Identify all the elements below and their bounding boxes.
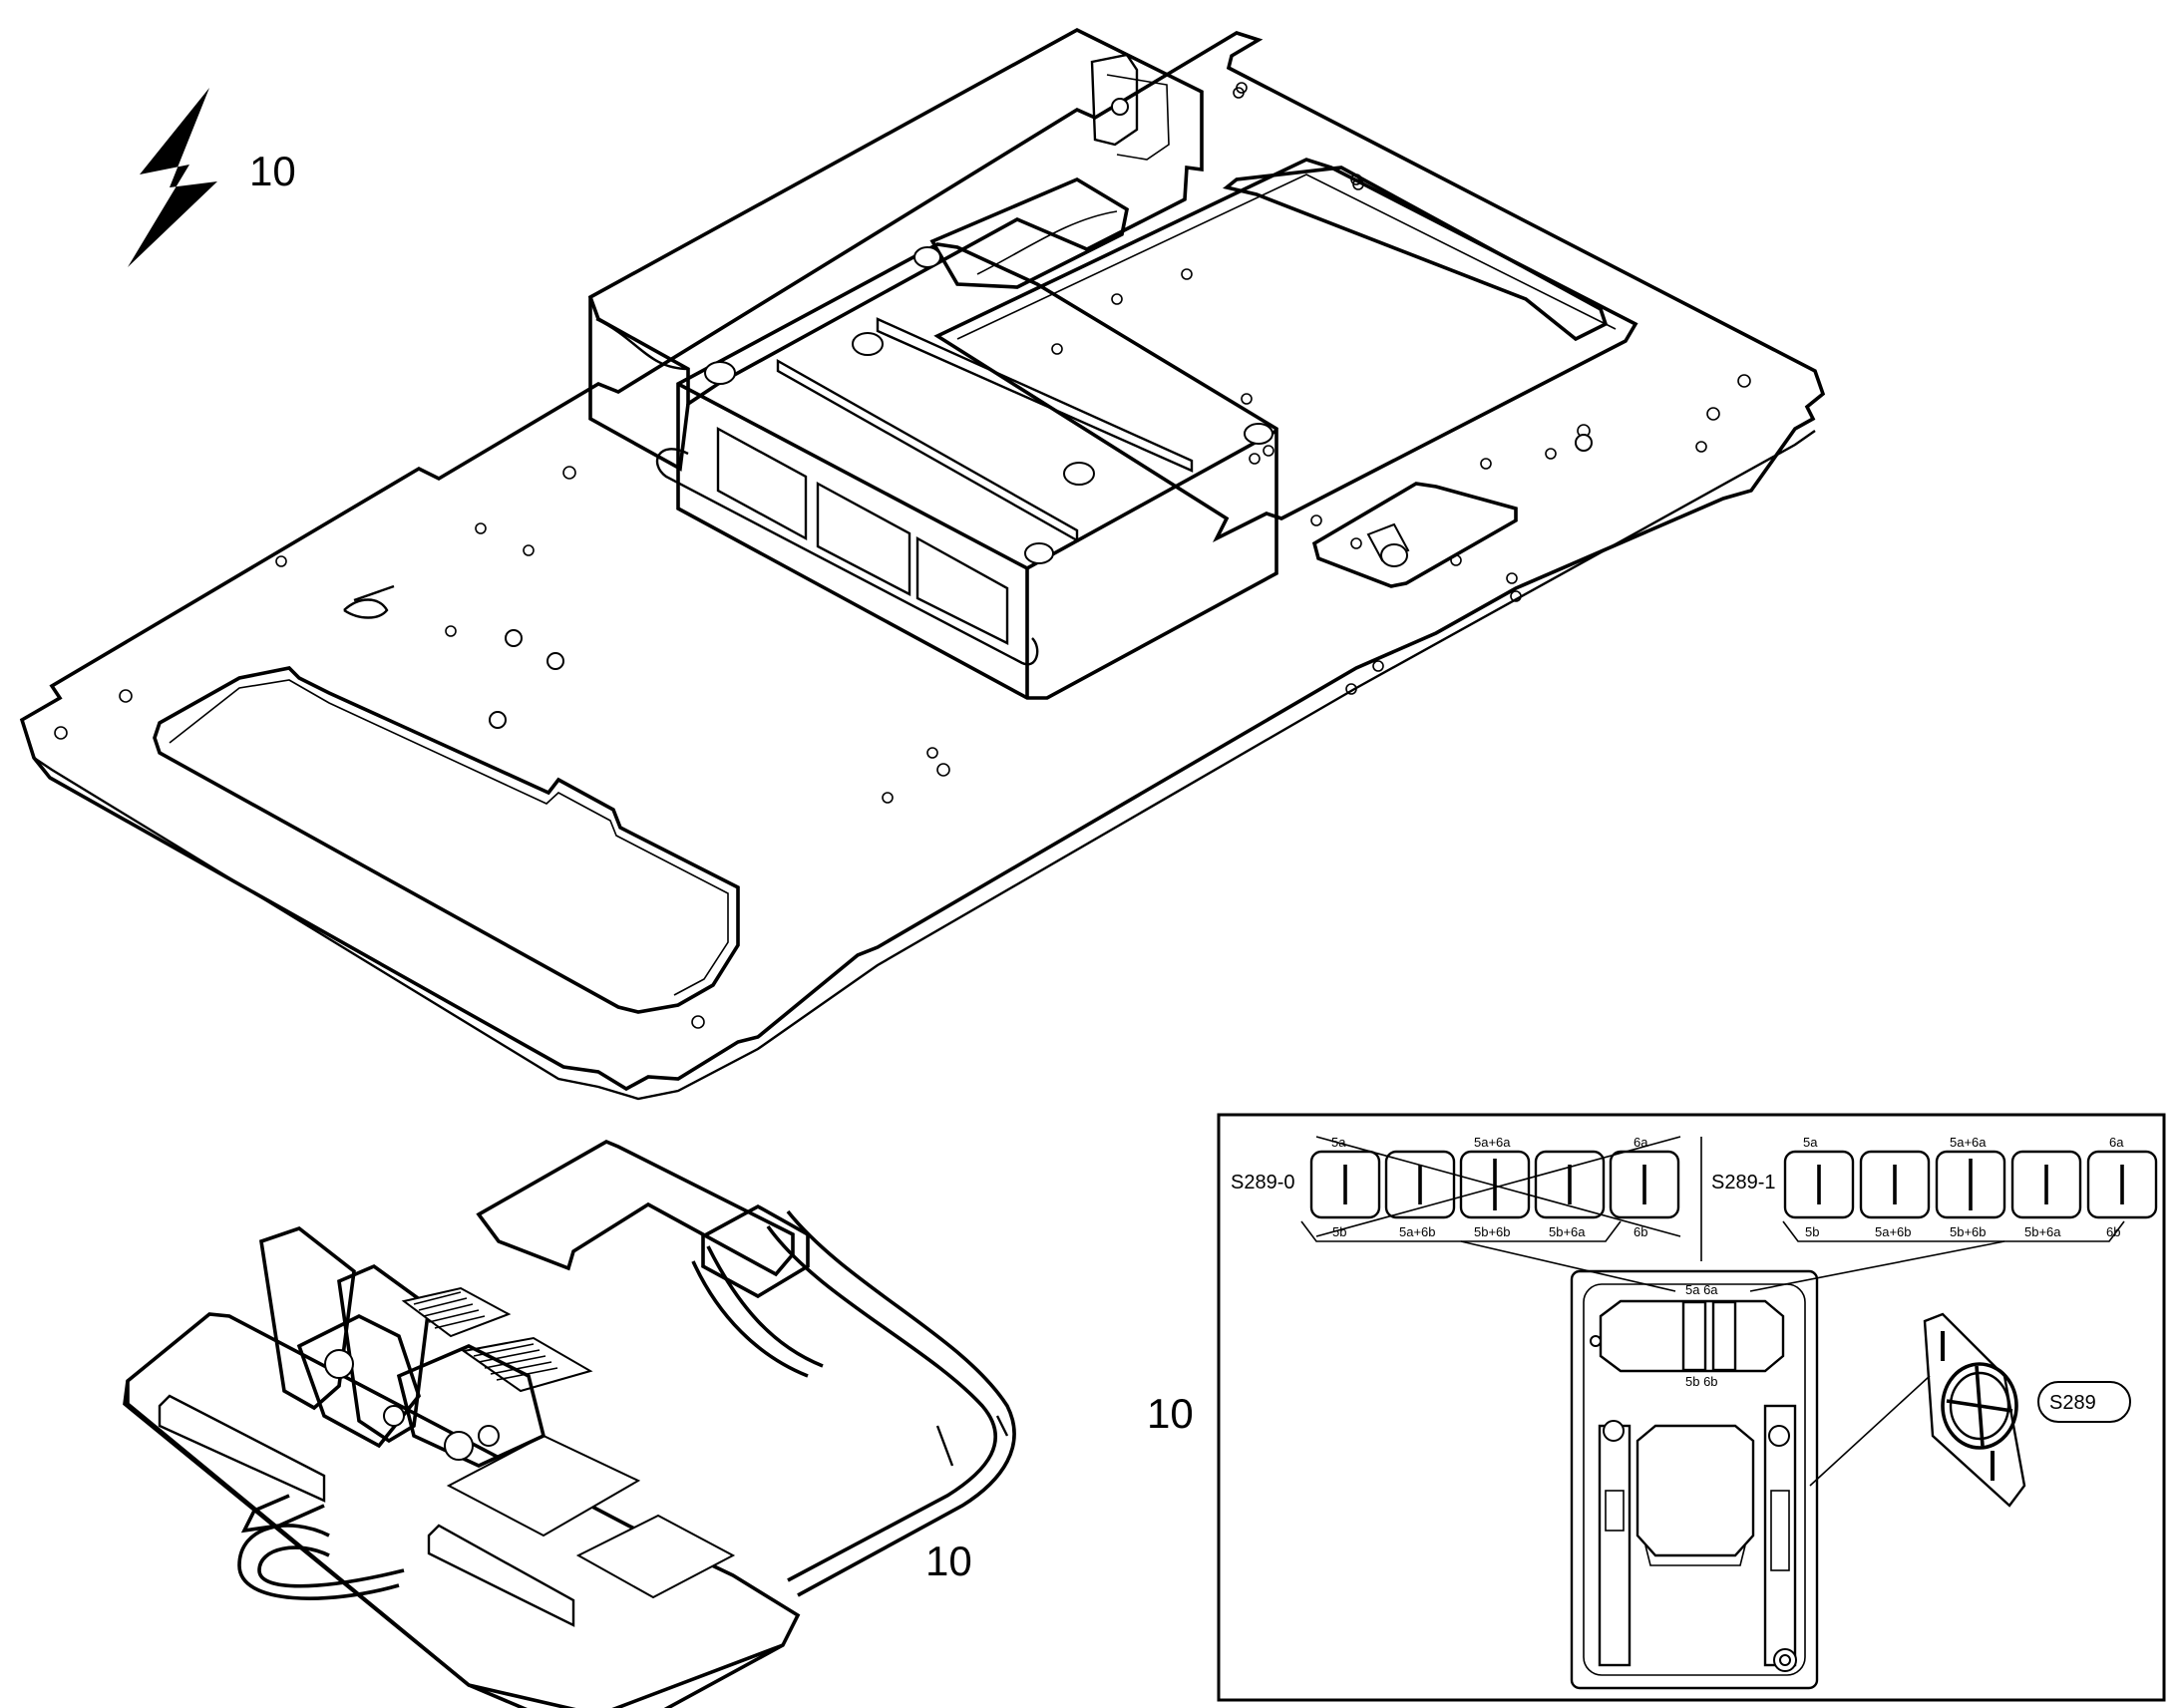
inset-frame xyxy=(1217,1113,2166,1702)
lightning-bolt-icon xyxy=(128,88,217,267)
callout-top-left: 10 xyxy=(249,148,296,194)
switch-right-code: S289-1 xyxy=(1711,1172,1776,1194)
switch-left-bottom-5: 6b xyxy=(1634,1224,1647,1239)
switch-s289-0: S289-0 5a 5a+6a 6a 5b 5a+6b 5b+6b 5b+6a … xyxy=(1231,1135,1681,1242)
console-housing xyxy=(587,27,1609,472)
leader-lines xyxy=(1460,1240,2005,1487)
callout-pedal-assembly: 10 xyxy=(925,1537,972,1584)
switch-right-bottom-4: 5b+6a xyxy=(2024,1224,2061,1239)
switch-left-bottom-1: 5b xyxy=(1332,1224,1346,1239)
switch-right-bottom-1: 5b xyxy=(1805,1224,1819,1239)
switch-left-bottom-4: 5b+6a xyxy=(1549,1224,1586,1239)
switch-s289-1: S289-1 5a 5a+6a 6a 5b 5a+6b 5b+6b 5b+6a … xyxy=(1711,1135,2158,1242)
switch-detail: S289 xyxy=(1923,1312,2131,1508)
switch-right-top-3: 6a xyxy=(2109,1135,2124,1150)
switch-left-bottom-3: 5b+6b xyxy=(1474,1224,1511,1239)
switch-right-top-2: 5a+6a xyxy=(1950,1135,1987,1150)
switch-left-top-2: 5a+6a xyxy=(1474,1135,1511,1150)
switch-right-bottom-2: 5a+6b xyxy=(1875,1224,1912,1239)
switch-left-code: S289-0 xyxy=(1231,1172,1295,1194)
console-bottom-label: 5b 6b xyxy=(1685,1374,1718,1389)
console-top-label: 5a 6a xyxy=(1685,1282,1718,1297)
pedal-assembly xyxy=(123,1139,1016,1708)
callout-inset: 10 xyxy=(1147,1390,1194,1437)
switch-ref-label: S289 xyxy=(2049,1392,2096,1414)
floor-plate xyxy=(19,31,1826,1101)
inner-tray xyxy=(655,242,1278,700)
switch-left-bottom-2: 5a+6b xyxy=(1399,1224,1436,1239)
switch-right-bottom-5: 6b xyxy=(2106,1224,2120,1239)
switch-right-top-1: 5a xyxy=(1803,1135,1818,1150)
switch-right-bottom-3: 5b+6b xyxy=(1950,1224,1987,1239)
console-top-view: 5a 6a 5b 6b xyxy=(1570,1269,1819,1690)
